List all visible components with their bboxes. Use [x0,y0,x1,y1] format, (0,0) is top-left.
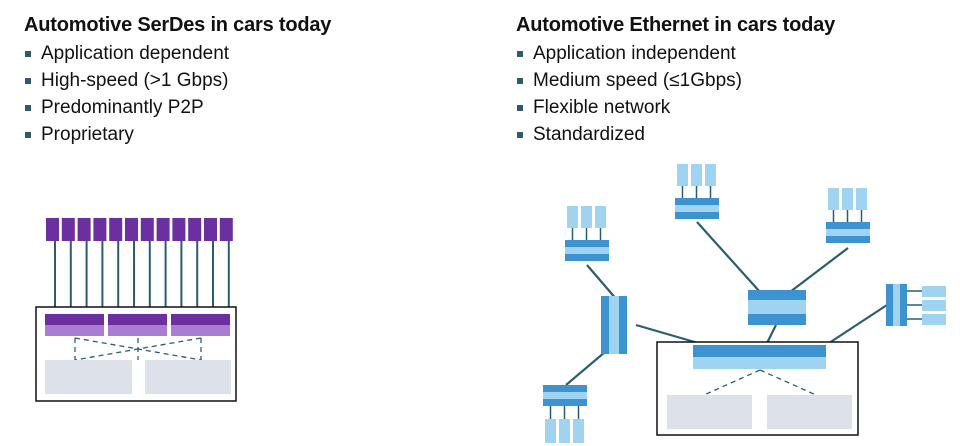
ethernet-link-line [789,247,849,293]
serdes-chip-bottom [108,325,167,336]
serdes-connector [219,218,233,241]
ethernet-main-switch-bar [693,345,826,357]
ethernet-processor-block [667,395,752,429]
ethernet-bullet: Flexible network [516,94,835,121]
ethernet-vertical-switch-bar [609,296,619,354]
ethernet-title: Automotive Ethernet in cars today [516,14,836,36]
ethernet-vertical-switch-bar [900,284,907,326]
ethernet-central-switch-bar [748,290,806,300]
serdes-diagram [35,218,237,402]
ethernet-end-node [581,206,592,228]
ethernet-bullet: Application independent [516,40,835,67]
serdes-internal-dashed-line [74,337,202,361]
serdes-connector [77,218,91,241]
ethernet-bullet-list: Application independent Medium speed (≤1… [516,40,835,148]
ethernet-switch-bar [826,229,870,236]
ethernet-switch-bar [565,240,609,247]
ethernet-link-line [696,221,761,293]
serdes-bullet: Proprietary [24,121,331,148]
serdes-chip-bottom [45,325,104,336]
ethernet-internal-dashed-line [759,369,817,396]
ethernet-link-line [825,304,888,346]
serdes-bullet: High-speed (>1 Gbps) [24,67,331,94]
serdes-connector [109,218,123,241]
ethernet-main-switch-bar [693,357,826,369]
ethernet-vertical-switch-bar [893,284,900,326]
ethernet-link-line [586,264,618,301]
ethernet-end-node [677,164,688,186]
ethernet-end-node [828,188,839,210]
ethernet-switch-bar [675,198,719,205]
ethernet-end-node [922,286,946,297]
serdes-title: Automotive SerDes in cars today [24,14,332,36]
serdes-processor-block [145,360,231,394]
ethernet-end-node [922,300,946,311]
ethernet-end-node [691,164,702,186]
ethernet-end-node [842,188,853,210]
serdes-connector [204,218,217,241]
serdes-bullet: Application dependent [24,40,331,67]
serdes-bullet: Predominantly P2P [24,94,331,121]
ethernet-switch-bar [543,399,587,406]
ethernet-switch-bar [543,392,587,399]
serdes-connector [46,218,59,241]
ethernet-vertical-switch-bar [619,296,627,354]
ethernet-end-node [545,419,556,443]
ethernet-internal-dashed-line [703,369,761,396]
serdes-connector [61,218,75,241]
ethernet-central-switch-bar [748,314,806,325]
serdes-connector [172,218,186,241]
ethernet-column: Automotive Ethernet in cars today Applic… [516,12,835,148]
ethernet-end-node [705,164,716,186]
ethernet-end-node [559,419,570,443]
ethernet-end-node [573,419,584,443]
ethernet-switch-bar [675,205,719,212]
ethernet-diagram [543,164,946,443]
serdes-processor-block [45,360,132,394]
ethernet-central-switch-bar [748,300,806,314]
ethernet-switch-bar [543,385,587,392]
serdes-column: Automotive SerDes in cars today Applicat… [24,12,331,148]
ethernet-switch-bar [826,236,870,243]
serdes-chip-bottom [171,325,230,336]
serdes-connector [156,218,170,241]
ethernet-bullet: Standardized [516,121,835,148]
ethernet-vertical-switch-bar [601,296,609,354]
ethernet-end-node [595,206,606,228]
ethernet-end-node [567,206,578,228]
serdes-bullet-list: Application dependent High-speed (>1 Gbp… [24,40,331,148]
serdes-chip-top [171,314,230,325]
ethernet-end-node [856,188,867,210]
ethernet-vertical-switch-bar [886,284,893,326]
ethernet-link-line [565,351,606,386]
serdes-connector [93,218,107,241]
serdes-connector [125,218,138,241]
ethernet-switch-bar [675,212,719,219]
ethernet-switch-bar [565,254,609,261]
ethernet-switch-bar [826,222,870,229]
ethernet-bullet: Medium speed (≤1Gbps) [516,67,835,94]
serdes-connector [140,218,154,241]
ethernet-end-node [922,314,946,325]
serdes-chip-top [45,314,104,325]
ethernet-switch-bar [565,247,609,254]
ethernet-processor-block [767,395,852,429]
serdes-connector [188,218,202,241]
serdes-chip-top [108,314,167,325]
